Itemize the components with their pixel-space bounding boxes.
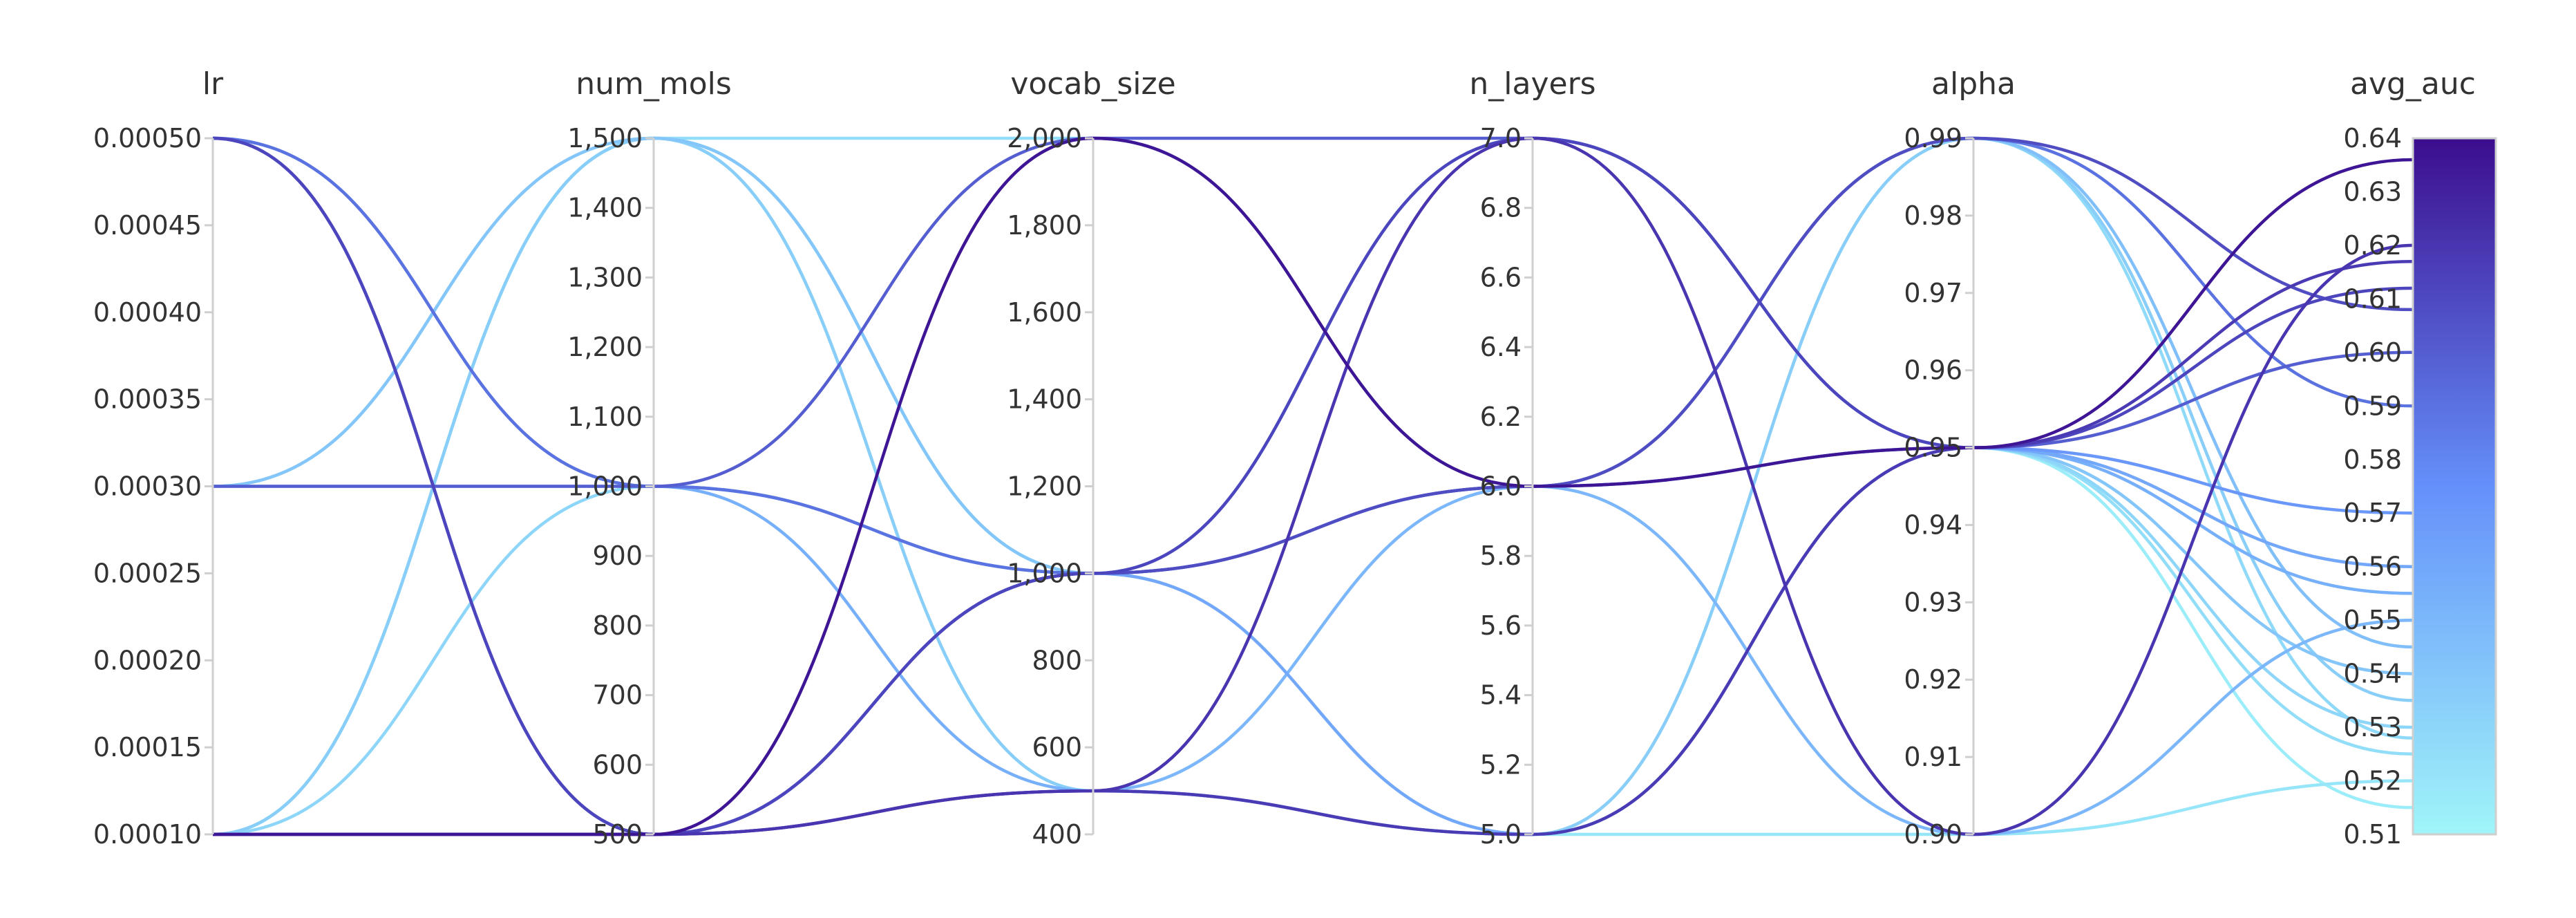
tick-label: 1,300 [567,262,643,292]
tick-label: 600 [592,749,643,780]
tick-label: 0.51 [2343,819,2402,850]
tick-label: 1,400 [1007,384,1082,415]
tick-label: 6.4 [1480,332,1522,362]
tick-label: 2,000 [1007,123,1082,153]
trace-line[interactable] [213,136,2414,488]
tick-label: 400 [1032,819,1082,850]
trace-line[interactable] [213,136,2414,836]
tick-label: 0.99 [1904,123,1962,153]
tick-label: 0.54 [2343,659,2402,689]
tick-label: 0.00010 [93,819,202,850]
tick-label: 5.0 [1480,819,1522,850]
tick-label: 600 [1032,732,1082,762]
tick-label: 0.56 [2343,552,2402,582]
tick-label: 5.6 [1480,610,1522,641]
tick-label: 0.00045 [93,210,202,241]
tick-label: 0.59 [2343,391,2402,421]
tick-label: 6.6 [1480,262,1522,292]
tick-label: 1,200 [567,332,643,362]
trace-line[interactable] [213,485,2414,836]
axis-n-layers[interactable]: n_layers 5.0 5.2 5.4 5.6 5.8 6.0 6.2 6.4 6.6 6.8 7.… [1469,66,1595,850]
axis-avg-auc[interactable]: avg_auc 0.51 0.52 0.53 0.54 0.55 0.56 0.57 0.58 0… [2343,66,2476,850]
tick-label: 5.8 [1480,541,1522,571]
tick-label: 6.2 [1480,402,1522,432]
tick-label: 0.52 [2343,766,2402,796]
tick-label: 6.0 [1480,471,1522,502]
tick-label: 0.98 [1904,200,1962,231]
tick-label: 5.2 [1480,749,1522,780]
tick-label: 0.00030 [93,471,202,502]
tick-label: 500 [592,819,643,850]
tick-label: 0.96 [1904,355,1962,386]
tick-label: 1,800 [1007,210,1082,241]
axis-title: lr [202,66,224,102]
tick-label: 0.53 [2343,712,2402,742]
tick-label: 0.00025 [93,558,202,588]
tick-label: 0.64 [2343,123,2402,153]
tick-label: 0.00040 [93,297,202,328]
axis-title: avg_auc [2350,66,2476,102]
axis-title: alpha [1931,66,2016,102]
axis-title: num_mols [576,66,732,102]
tick-label: 900 [592,541,643,571]
tick-label: 5.4 [1480,680,1522,711]
trace-line[interactable] [212,136,2414,675]
tick-label: 0.95 [1904,433,1962,463]
axis-title: vocab_size [1010,66,1175,102]
trace-lines [212,136,2414,836]
axis-title: n_layers [1469,66,1595,102]
axis-num-mols[interactable]: num_mols 500 600 700 800 900 1,000 1,100 1,200 1,… [567,66,732,850]
tick-label: 1,100 [567,402,643,432]
tick-label: 0.94 [1904,509,1962,540]
tick-label: 0.00015 [93,732,202,762]
tick-label: 0.00035 [93,384,202,415]
tick-label: 0.58 [2343,444,2402,475]
tick-label: 1,000 [1007,558,1082,588]
tick-label: 0.90 [1904,819,1962,850]
colorbar [2412,137,2497,836]
axes: lr 0.00010 0.00015 0.00020 0.00025 0.00030 0.0… [93,66,2476,850]
tick-label: 1,500 [567,123,643,153]
tick-label: 0.92 [1904,664,1962,695]
tick-label: 0.63 [2343,176,2402,207]
tick-label: 0.00050 [93,123,202,153]
tick-label: 800 [592,610,643,641]
trace-line[interactable] [213,259,2414,836]
tick-label: 0.60 [2343,337,2402,368]
tick-label: 1,200 [1007,471,1082,502]
tick-label: 0.91 [1904,742,1962,772]
axis-vocab-size[interactable]: vocab_size 400 600 800 1,000 1,200 1,400 1,600 1… [1007,66,1175,850]
tick-label: 0.93 [1904,587,1962,617]
tick-label: 0.62 [2343,230,2402,261]
tick-label: 1,000 [567,471,643,502]
tick-label: 700 [592,680,643,711]
tick-label: 800 [1032,645,1082,675]
tick-label: 6.8 [1480,193,1522,223]
tick-label: 0.55 [2343,605,2402,635]
tick-label: 0.00020 [93,645,202,675]
axis-lr[interactable]: lr 0.00010 0.00015 0.00020 0.00025 0.00030 0.0… [93,66,224,850]
tick-label: 0.97 [1904,278,1962,308]
tick-label: 0.57 [2343,498,2402,528]
tick-label: 7.0 [1480,123,1522,153]
tick-label: 0.61 [2343,283,2402,314]
axis-alpha[interactable]: alpha 0.90 0.91 0.92 0.93 0.94 0.95 0.96 0.97 0.9… [1904,66,2016,850]
tick-label: 1,400 [567,193,643,223]
tick-label: 1,600 [1007,297,1082,328]
